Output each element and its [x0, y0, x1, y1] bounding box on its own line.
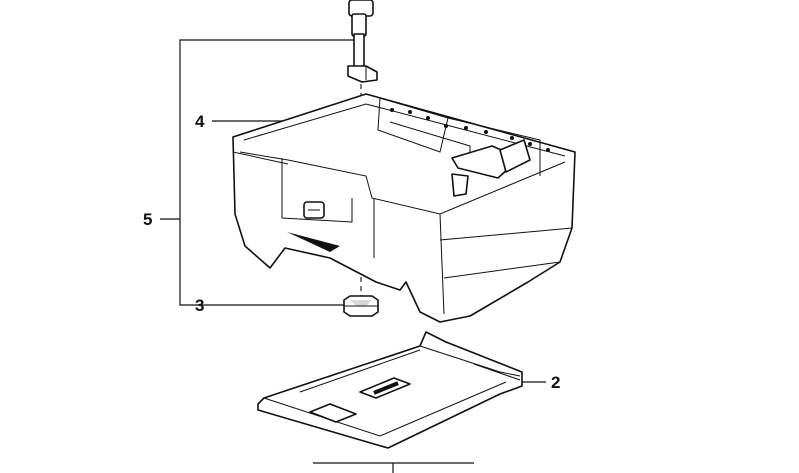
callout-2: 2: [551, 373, 560, 392]
clip-part-3: [343, 295, 379, 317]
callout-5: 5: [143, 210, 152, 229]
battery-tray-part: [232, 93, 576, 323]
leader-lines: [160, 39, 546, 473]
callout-3: 3: [195, 296, 204, 315]
callout-4: 4: [195, 112, 205, 131]
bolt-part: [347, 0, 378, 83]
base-plate-part-2: [257, 331, 523, 449]
